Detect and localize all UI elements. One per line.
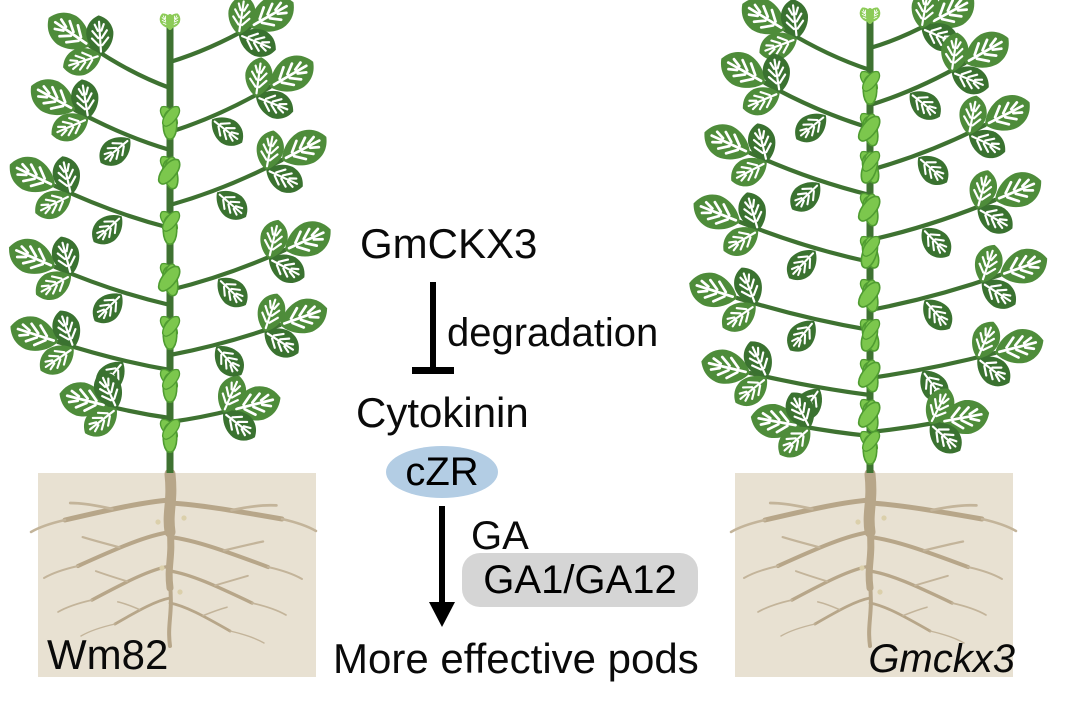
down-arrow-shaft xyxy=(439,506,445,604)
degradation-label: degradation xyxy=(447,311,659,355)
stem xyxy=(166,24,174,473)
down-arrow-head xyxy=(429,602,455,627)
gene-label: GmCKX3 xyxy=(360,220,538,267)
inhibition-bar-cap xyxy=(412,367,454,374)
outcome-label: More effective pods xyxy=(333,635,699,682)
wm82-plant xyxy=(9,0,331,677)
gmckx3-plant xyxy=(689,0,1048,677)
ga-genes-pill: GA1/GA12 xyxy=(462,553,698,607)
czr-ellipse: cZR xyxy=(386,446,498,498)
ga-genes-label: GA1/GA12 xyxy=(483,557,677,602)
ga-label: GA xyxy=(471,514,529,558)
czr-label: cZR xyxy=(405,449,479,494)
right-plant-label: Gmckx3 xyxy=(868,637,1015,681)
left-plant-label: Wm82 xyxy=(47,631,169,678)
hormone-label: Cytokinin xyxy=(356,389,529,436)
soil-block xyxy=(38,473,316,677)
inhibition-bar xyxy=(430,282,436,370)
